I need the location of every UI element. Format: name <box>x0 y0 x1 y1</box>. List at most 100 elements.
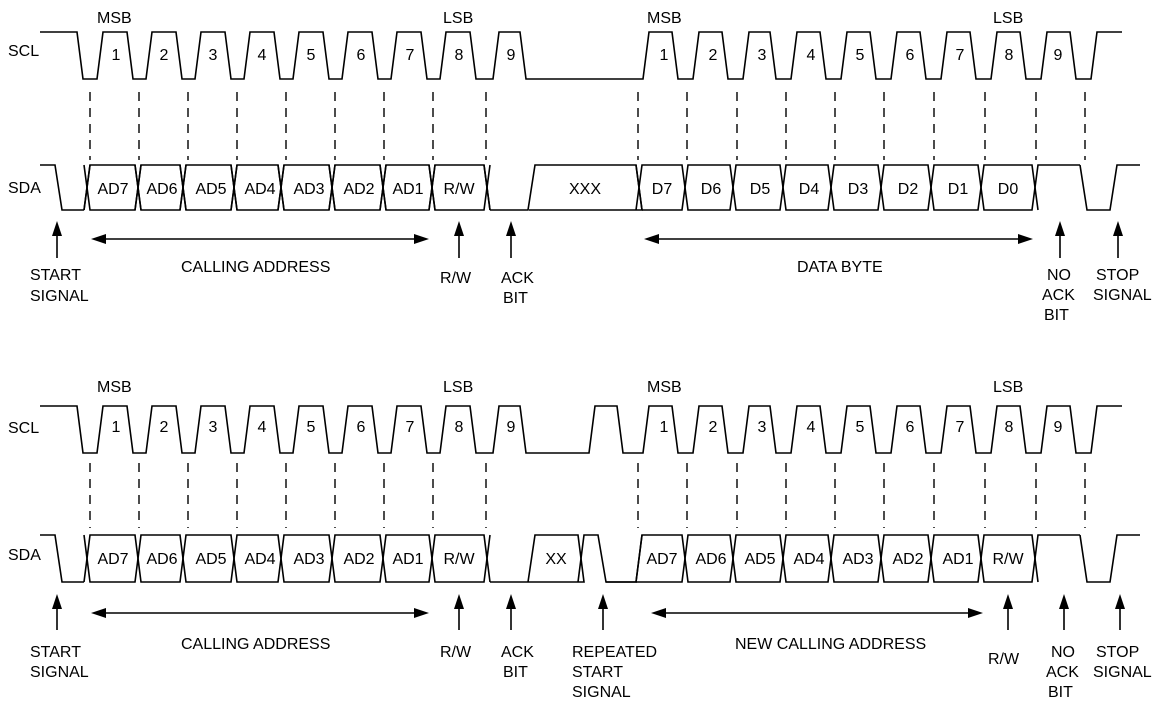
stop-signal-label: SIGNAL <box>1093 664 1152 681</box>
clock-numbers: 1 2 3 4 5 6 7 8 9 1 2 3 4 5 6 7 8 9 <box>112 47 1063 64</box>
bit-label: AD2 <box>343 181 374 198</box>
bit-label: D5 <box>750 181 771 198</box>
data-byte-label: DATA BYTE <box>797 259 883 276</box>
bit-label: AD6 <box>695 551 726 568</box>
timing-diagram-2: SCL SDA MSB LSB MSB LSB 1 2 3 4 5 6 7 8 … <box>8 379 1152 701</box>
no-ack-bit-label: BIT <box>1044 307 1069 324</box>
bit-label: D1 <box>948 181 969 198</box>
start-signal-label: START <box>30 267 81 284</box>
bit-label: D3 <box>848 181 869 198</box>
clock-number: 5 <box>856 419 865 436</box>
ack-bit-label: ACK <box>501 270 534 287</box>
clock-number: 6 <box>357 47 366 64</box>
clock-number: 9 <box>507 419 516 436</box>
clock-number: 5 <box>307 419 316 436</box>
clock-number: 3 <box>209 47 218 64</box>
span-arrows <box>91 234 1033 244</box>
ack-bit-label: ACK <box>501 644 534 661</box>
ack-bit-label: BIT <box>503 290 528 307</box>
bit-label: AD4 <box>244 181 275 198</box>
lsb-label: LSB <box>443 10 473 27</box>
clock-number: 2 <box>160 47 169 64</box>
bit-label: D4 <box>799 181 820 198</box>
clock-number: 1 <box>660 419 669 436</box>
clock-number: 8 <box>1005 47 1014 64</box>
no-ack-bit-label: ACK <box>1046 664 1079 681</box>
bit-label: AD2 <box>892 551 923 568</box>
bit-label: AD5 <box>744 551 775 568</box>
clock-numbers: 1 2 3 4 5 6 7 8 9 1 2 3 4 5 6 7 8 9 <box>112 419 1063 436</box>
msb-label: MSB <box>647 10 682 27</box>
bit-label: AD5 <box>195 551 226 568</box>
scl-label: SCL <box>8 420 39 437</box>
ack-bit-label: BIT <box>503 664 528 681</box>
clock-number: 5 <box>307 47 316 64</box>
bit-label: AD3 <box>842 551 873 568</box>
timing-diagram-1: SCL SDA MSB LSB MSB LSB 1 2 3 4 5 6 7 8 … <box>8 10 1152 324</box>
bit-label: AD7 <box>97 551 128 568</box>
clock-number: 1 <box>660 47 669 64</box>
bit-label: D0 <box>998 181 1019 198</box>
clock-number: 6 <box>357 419 366 436</box>
clock-number: 1 <box>112 47 121 64</box>
clock-number: 2 <box>709 419 718 436</box>
new-calling-address-label: NEW CALLING ADDRESS <box>735 636 926 653</box>
repeated-start-signal-label: REPEATED <box>572 644 657 661</box>
msb-label: MSB <box>97 379 132 396</box>
bit-label: AD5 <box>195 181 226 198</box>
clock-number: 3 <box>758 47 767 64</box>
alignment-guides <box>89 92 1086 160</box>
rw-label: R/W <box>440 270 472 287</box>
clock-number: 5 <box>856 47 865 64</box>
bit-label: AD3 <box>293 551 324 568</box>
no-ack-bit-label: ACK <box>1042 287 1075 304</box>
clock-number: 6 <box>906 47 915 64</box>
clock-number: 4 <box>258 419 267 436</box>
bit-label: AD7 <box>646 551 677 568</box>
start-signal-label: SIGNAL <box>30 664 89 681</box>
clock-number: 3 <box>209 419 218 436</box>
sda-label: SDA <box>8 547 41 564</box>
annotation-arrows <box>52 594 1125 630</box>
clock-number: 6 <box>906 419 915 436</box>
msb-label: MSB <box>647 379 682 396</box>
clock-number: 8 <box>455 47 464 64</box>
clock-number: 9 <box>1054 419 1063 436</box>
sda-waveform <box>40 534 1140 583</box>
clock-number: 2 <box>709 47 718 64</box>
no-ack-bit-label: NO <box>1047 267 1071 284</box>
rw-label: R/W <box>988 651 1020 668</box>
scl-waveform <box>40 31 1122 80</box>
msb-label: MSB <box>97 10 132 27</box>
bit-label: XXX <box>569 181 601 198</box>
bit-label: D2 <box>898 181 919 198</box>
bit-label: AD6 <box>146 181 177 198</box>
sda-bit-labels: AD7 AD6 AD5 AD4 AD3 AD2 AD1 R/W XXX D7 D… <box>97 181 1018 198</box>
lsb-label: LSB <box>993 379 1023 396</box>
calling-address-label: CALLING ADDRESS <box>181 636 330 653</box>
alignment-guides <box>89 463 1086 528</box>
bit-label: D6 <box>701 181 722 198</box>
sda-bit-labels: AD7 AD6 AD5 AD4 AD3 AD2 AD1 R/W XX AD7 A… <box>97 551 1024 568</box>
no-ack-bit-label: NO <box>1051 644 1075 661</box>
clock-number: 1 <box>112 419 121 436</box>
bit-label: AD4 <box>244 551 275 568</box>
bit-label: R/W <box>443 181 475 198</box>
clock-number: 9 <box>507 47 516 64</box>
bit-label: R/W <box>443 551 475 568</box>
repeated-start-signal-label: START <box>572 664 623 681</box>
repeated-start-signal-label: SIGNAL <box>572 684 631 701</box>
stop-signal-label: STOP <box>1096 644 1139 661</box>
clock-number: 2 <box>160 419 169 436</box>
stop-signal-label: SIGNAL <box>1093 287 1152 304</box>
annotation-labels: START SIGNAL CALLING ADDRESS R/W ACK BIT… <box>30 636 1152 701</box>
annotation-labels: START SIGNAL CALLING ADDRESS R/W ACK BIT… <box>30 259 1152 324</box>
bit-label: AD1 <box>942 551 973 568</box>
bit-label: AD1 <box>392 551 423 568</box>
clock-number: 7 <box>956 47 965 64</box>
scl-waveform <box>40 405 1122 454</box>
sda-waveform <box>40 164 1140 211</box>
start-signal-label: SIGNAL <box>30 288 89 305</box>
clock-number: 9 <box>1054 47 1063 64</box>
